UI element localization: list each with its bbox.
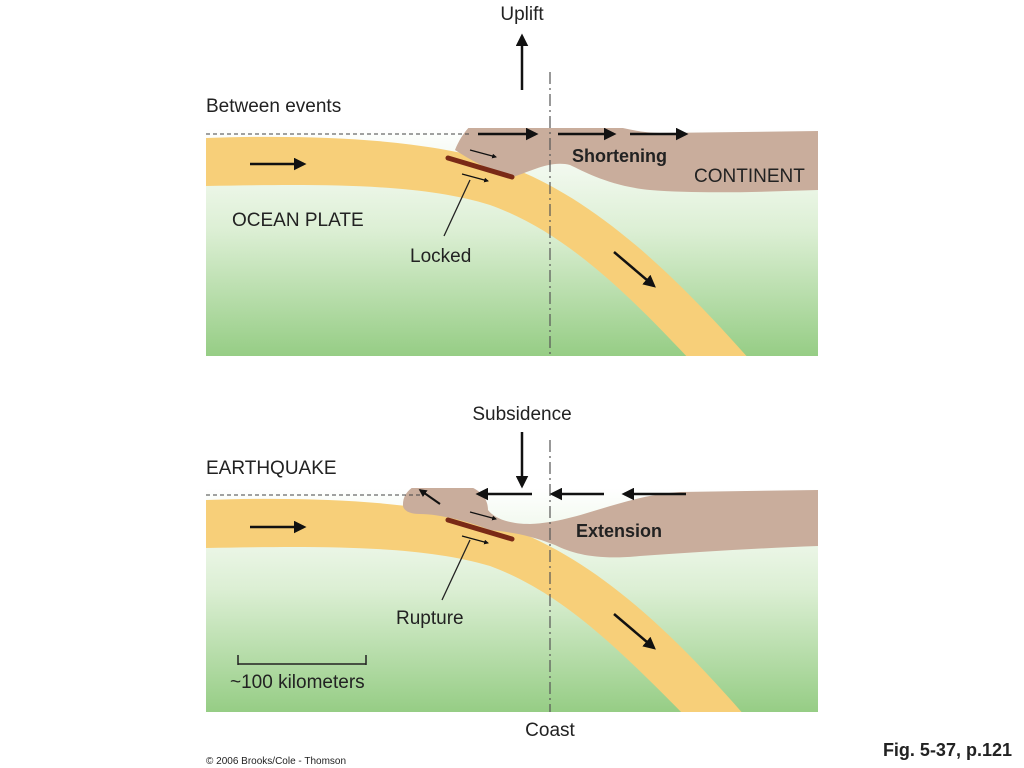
locked-label: Locked xyxy=(410,246,471,267)
rupture-fault-segment xyxy=(445,517,515,542)
rebound-arrow xyxy=(418,489,441,505)
earthquake-label: EARTHQUAKE xyxy=(206,458,337,479)
shortening-label: Shortening xyxy=(572,146,667,166)
slip-arrow-upper xyxy=(469,149,497,159)
slip-arrow-lower xyxy=(461,535,489,545)
panel-earthquake: Subsidence EARTHQUAKE Extension Rupture … xyxy=(206,404,818,741)
scale-bar xyxy=(237,655,367,665)
rupture-label: Rupture xyxy=(396,608,464,629)
continent-label: CONTINENT xyxy=(694,166,805,187)
locked-pointer-line xyxy=(443,179,471,237)
ocean-plate xyxy=(206,498,742,712)
ocean-plate xyxy=(206,136,747,356)
subsidence-label: Subsidence xyxy=(472,404,571,425)
coast-label: Coast xyxy=(525,720,575,741)
slip-arrow-lower xyxy=(461,173,489,183)
locked-fault-segment xyxy=(445,155,515,180)
copyright-text: © 2006 Brooks/Cole - Thomson xyxy=(206,756,346,767)
slip-arrow-upper xyxy=(469,511,497,521)
slab-descent-arrow xyxy=(613,613,656,650)
uplift-label: Uplift xyxy=(500,4,544,25)
panel-between-events: Uplift Between events Shortening CONTINE… xyxy=(206,4,818,356)
extension-label: Extension xyxy=(576,521,662,541)
between-events-label: Between events xyxy=(206,96,341,117)
continent-plate xyxy=(402,488,818,558)
slab-descent-arrow xyxy=(613,251,656,288)
ocean-plate-label: OCEAN PLATE xyxy=(232,210,364,231)
continent-plate xyxy=(455,128,818,193)
rupture-pointer-line xyxy=(441,539,471,601)
figure-reference: Fig. 5-37, p.121 xyxy=(883,740,1012,760)
scale-label: ~100 kilometers xyxy=(230,672,365,693)
